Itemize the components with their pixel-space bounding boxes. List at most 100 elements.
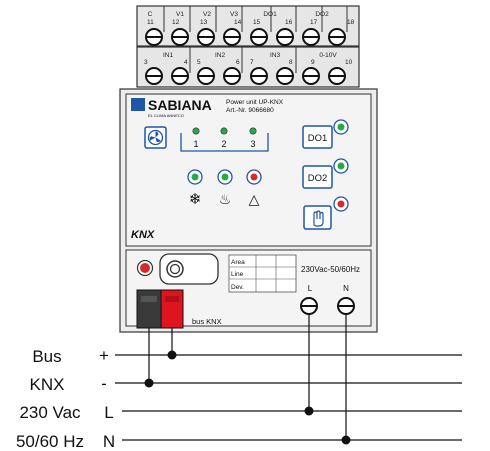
mode-led-heat	[217, 169, 233, 185]
minus-label: -	[101, 374, 107, 393]
terminal-number: 7	[250, 59, 254, 66]
line-label: Line	[231, 271, 244, 278]
terminal-number: 16	[285, 19, 293, 26]
device-label: Dev.	[231, 284, 244, 291]
terminal-number: 3	[144, 59, 148, 66]
supply-frequency-label: 50/60 Hz	[16, 432, 84, 451]
screw-terminal	[328, 67, 346, 85]
screw-terminal	[223, 67, 241, 85]
terminal-number: 4	[184, 59, 188, 66]
mode-led-alarm	[246, 169, 262, 185]
do1-button[interactable]: DO1	[302, 125, 333, 149]
terminal-number: 15	[253, 19, 261, 26]
screw-terminal	[276, 28, 294, 46]
screw-terminal	[145, 28, 163, 46]
bus-label: Bus	[32, 347, 61, 366]
screw-terminal	[276, 67, 294, 85]
hand-icon	[313, 210, 324, 227]
address-table: Area Line Dev.	[228, 254, 297, 293]
terminal-group-label: V3	[230, 11, 238, 18]
manual-mode-button[interactable]	[303, 205, 332, 230]
terminal-block-top: C V1 V2 V3 DO1 DO2 11 12 13 14 15 16 17 …	[136, 5, 360, 47]
do2-label: DO2	[308, 173, 328, 184]
speed-led-2	[220, 127, 228, 135]
terminal-number: 14	[234, 19, 242, 26]
terminal-group-label: DO1	[263, 11, 277, 18]
terminal-group-label: IN3	[270, 52, 281, 59]
terminal-group-label: IN2	[215, 52, 226, 59]
screw-terminal	[302, 28, 320, 46]
wiring	[115, 314, 462, 441]
terminal-number: 13	[200, 19, 208, 26]
screw-terminal	[171, 28, 189, 46]
fan-icon	[147, 129, 164, 146]
heating-icon: ♨	[219, 191, 232, 207]
plus-label: +	[99, 346, 109, 365]
do1-label: DO1	[308, 133, 328, 144]
programming-led	[136, 259, 154, 277]
manual-mode-led	[333, 196, 349, 212]
bus-knx-label: bus KNX	[192, 317, 222, 326]
do1-led	[333, 119, 349, 135]
knx-label: KNX	[30, 375, 65, 394]
terminal-number: 6	[236, 59, 240, 66]
snowflake-icon: ❄	[189, 191, 202, 208]
junction-dot	[144, 378, 154, 388]
line-l-label: L	[104, 403, 113, 422]
junction-dot	[167, 350, 177, 360]
screw-terminal	[250, 67, 268, 85]
terminal-number: 8	[289, 59, 293, 66]
brand-subtitle: EL CLIMA ANNECO	[148, 113, 184, 118]
terminal-number: 18	[347, 19, 355, 26]
terminal-l-label: L	[308, 284, 313, 293]
do2-button[interactable]: DO2	[302, 165, 333, 189]
knx-logo: KNX	[131, 229, 155, 241]
line-n-label: N	[103, 432, 115, 451]
fan-speed-button[interactable]	[144, 126, 167, 149]
knx-bus-terminal	[136, 289, 184, 329]
screw-terminal	[197, 28, 215, 46]
device-body: SABIANA EL CLIMA ANNECO Power unit UP-KN…	[119, 88, 378, 333]
terminal-group-label: C	[148, 11, 153, 18]
warning-triangle-icon: △	[249, 191, 260, 207]
terminal-number: 17	[310, 19, 318, 26]
junction-dot	[341, 435, 351, 445]
product-name: Power unit UP-KNX	[226, 99, 284, 106]
speed-label: 2	[221, 139, 226, 149]
terminal-number: 11	[147, 19, 154, 26]
terminal-group-label: DO2	[315, 11, 329, 18]
terminal-group-label: V1	[176, 11, 184, 18]
area-label: Area	[231, 259, 245, 266]
mode-led-cool	[187, 169, 203, 185]
screw-terminal	[171, 67, 189, 85]
screw-terminal	[328, 28, 346, 46]
supply-voltage-label: 230 Vac	[19, 403, 81, 422]
terminal-group-label: 0-10V	[319, 52, 337, 59]
speed-label: 3	[250, 139, 255, 149]
terminal-number: 5	[197, 59, 201, 66]
product-article: Art.-Nr. 9066680	[226, 107, 274, 114]
terminal-number: 10	[345, 59, 353, 66]
terminal-number: 12	[172, 19, 180, 26]
screw-terminal	[145, 67, 163, 85]
screw-terminal	[250, 28, 268, 46]
terminal-number: 9	[311, 59, 315, 66]
terminal-group-label: IN1	[163, 52, 174, 59]
do2-led	[333, 158, 349, 174]
terminal-n-label: N	[343, 284, 349, 293]
screw-terminal	[302, 67, 320, 85]
speed-led-1	[192, 127, 200, 135]
junction-dot	[304, 406, 314, 416]
screw-terminal-l	[300, 297, 318, 315]
programming-button[interactable]	[159, 253, 219, 285]
screw-terminal	[223, 28, 241, 46]
terminal-group-label: V2	[203, 11, 211, 18]
terminal-block-inputs: IN1 IN2 IN3 0-10V 3 4 5 6 7 8 9 10	[136, 46, 360, 88]
speed-label: 1	[193, 139, 198, 149]
brand-logo-icon	[131, 98, 145, 111]
brand-name: SABIANA	[148, 97, 212, 113]
screw-terminal-n	[337, 297, 355, 315]
speed-led-3	[249, 127, 257, 135]
screw-terminal	[197, 67, 215, 85]
